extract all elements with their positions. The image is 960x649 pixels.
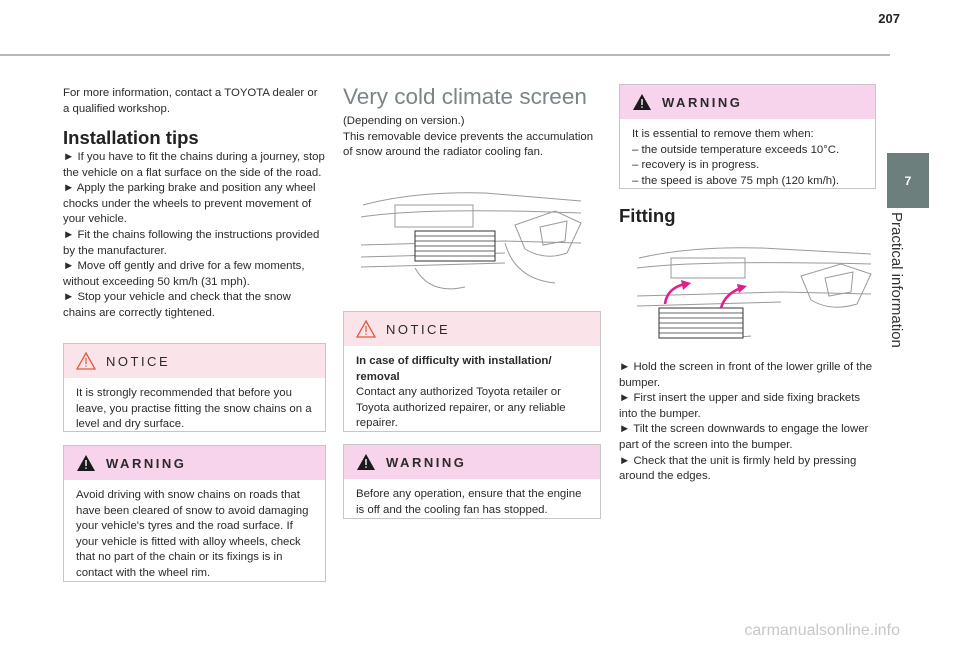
intro-text: For more information, contact a TOYOTA d… [63, 87, 318, 115]
notice-label: NOTICE [106, 353, 171, 369]
installation-tips-heading: Installation tips [63, 127, 199, 148]
warning-header: WARNING [64, 446, 325, 480]
warning-triangle-icon [633, 94, 651, 110]
warning-label: WARNING [662, 94, 743, 110]
chapter-title: Practical information [888, 212, 905, 348]
chapter-title-container: Practical information [880, 212, 920, 387]
warning-box-removal: WARNING It is essential to remove them w… [619, 84, 876, 189]
step-1: ► If you have to fit the chains during a… [63, 151, 325, 179]
warning-header: WARNING [344, 445, 600, 479]
top-rule [0, 54, 890, 56]
fitting-step-2: ► First insert the upper and side fixing… [619, 392, 861, 420]
notice-label: NOTICE [386, 321, 451, 337]
removal-item-2: – recovery is in progress. [632, 159, 760, 172]
warning-text: Avoid driving with snow chains on roads … [76, 489, 309, 579]
notice-triangle-icon [76, 352, 96, 370]
warning-label: WARNING [106, 455, 187, 471]
removal-item-3: – the speed is above 75 mph (120 km/h). [632, 174, 840, 187]
chapter-tab[interactable]: 7 [887, 153, 929, 208]
device-description: This removable device prevents the accum… [343, 130, 594, 159]
arrow-head-icon [681, 280, 691, 290]
step-3: ► Fit the chains following the instructi… [63, 228, 320, 257]
notice-box: NOTICE It is strongly recommended that b… [63, 343, 326, 432]
step-4: ► Move off gently and drive for a few mo… [63, 260, 305, 288]
arrow-head-icon [737, 284, 747, 293]
fitting-steps: ► Hold the screen in front of the lower … [619, 360, 876, 485]
notice-bold-title: In case of difficulty with installation/… [356, 355, 552, 383]
fitting-step-1: ► Hold the screen in front of the lower … [619, 361, 873, 389]
notice-box-repair: NOTICE In case of difficulty with instal… [343, 311, 601, 432]
notice-header: NOTICE [344, 312, 600, 346]
step-2: ► Apply the parking brake and position a… [63, 182, 316, 226]
warning-box-engine: WARNING Before any operation, ensure tha… [343, 444, 601, 519]
fitting-step-3: ► Tilt the screen downwards to engage th… [619, 423, 869, 451]
notice-header: NOTICE [64, 344, 325, 378]
installation-steps: ► If you have to fit the chains during a… [63, 150, 326, 322]
cold-screen-intro: (Depending on version.) This removable d… [343, 114, 601, 161]
page-number: 207 [878, 11, 900, 26]
notice-text: Contact any authorized Toyota retailer o… [356, 386, 566, 430]
fitting-step-4: ► Check that the unit is firmly held by … [619, 454, 857, 483]
watermark: carmanualsonline.info [744, 622, 900, 639]
warning-triangle-icon [77, 455, 95, 471]
step-5: ► Stop your vehicle and check that the s… [63, 291, 291, 319]
warning-triangle-icon [357, 454, 375, 470]
notice-triangle-icon [356, 320, 376, 338]
removal-intro: It is essential to remove them when: [632, 128, 814, 140]
removal-item-1: – the outside temperature exceeds 10°C. [632, 143, 840, 156]
warning-label: WARNING [386, 454, 467, 470]
fitting-illustration [636, 247, 872, 339]
bumper-screen-illustration [360, 192, 582, 290]
cold-screen-title: Very cold climate screen [343, 84, 587, 109]
warning-text: Before any operation, ensure that the en… [356, 488, 582, 516]
notice-text: It is strongly recommended that before y… [76, 387, 312, 431]
warning-box: WARNING Avoid driving with snow chains o… [63, 445, 326, 582]
warning-header: WARNING [620, 85, 875, 119]
fitting-heading: Fitting [619, 205, 676, 226]
version-note: (Depending on version.) [343, 115, 465, 127]
